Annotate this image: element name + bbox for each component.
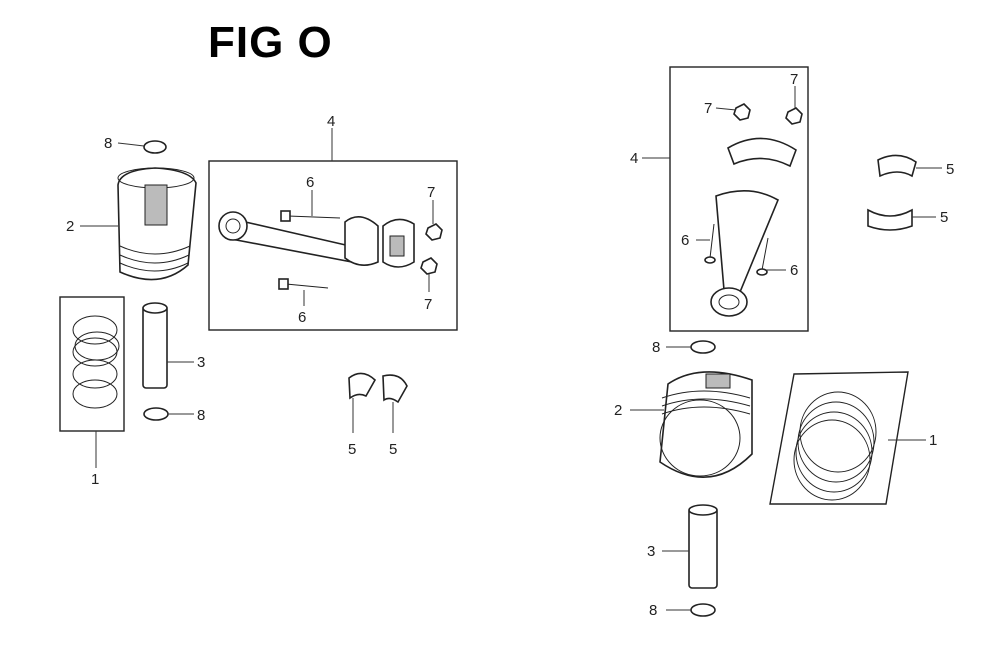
callout-left-conrod: 4 bbox=[327, 113, 335, 130]
left-bearing-shell-right: 5 bbox=[382, 374, 408, 458]
left-piston-pin-clip-top: 8 bbox=[104, 135, 167, 154]
left-conrod-bolt-bottom: 6 bbox=[278, 278, 329, 326]
right-conrod-bolt-right: 6 bbox=[756, 237, 798, 279]
callout-right-nut-left: 7 bbox=[704, 100, 712, 117]
left-conrod-bolt-top: 6 bbox=[280, 174, 341, 222]
right-assembly: 4 7 7 6 bbox=[614, 66, 954, 619]
left-conrod-nut-top: 7 bbox=[425, 184, 443, 241]
callout-right-bearing-bottom: 5 bbox=[940, 209, 948, 226]
left-connecting-rod-assembly: 4 6 6 bbox=[208, 113, 458, 331]
left-assembly: 8 2 1 3 bbox=[59, 113, 458, 488]
callout-left-nut-top: 7 bbox=[427, 184, 435, 201]
right-conrod-nut-left: 7 bbox=[704, 100, 751, 121]
right-connecting-rod-assembly: 4 7 7 6 bbox=[630, 66, 809, 332]
callout-left-piston: 2 bbox=[66, 218, 74, 235]
right-piston-pin: 3 bbox=[647, 504, 718, 589]
left-conrod-nut-bottom: 7 bbox=[420, 257, 438, 313]
callout-left-bearing-right: 5 bbox=[389, 441, 397, 458]
figure-title: FIG O bbox=[208, 18, 333, 67]
left-piston-ring-set: 1 bbox=[59, 296, 125, 488]
left-piston: 2 bbox=[66, 167, 197, 281]
right-piston-pin-clip-top: 8 bbox=[652, 339, 716, 356]
callout-right-clip-top: 8 bbox=[652, 339, 660, 356]
callout-right-bolt-right: 6 bbox=[790, 262, 798, 279]
callout-left-bolt-top: 6 bbox=[306, 174, 314, 191]
right-piston: 2 bbox=[614, 371, 753, 479]
callout-right-bolt-left: 6 bbox=[681, 232, 689, 249]
right-piston-pin-clip-bottom: 8 bbox=[649, 602, 716, 619]
callout-left-piston-pin: 3 bbox=[197, 354, 205, 371]
right-conrod-bolt-left: 6 bbox=[681, 223, 716, 264]
callout-left-ring-set: 1 bbox=[91, 471, 99, 488]
callout-right-bearing-top: 5 bbox=[946, 161, 954, 178]
right-bearing-shell-top: 5 bbox=[877, 154, 954, 178]
callout-left-bolt-bottom: 6 bbox=[298, 309, 306, 326]
callout-right-ring-set: 1 bbox=[929, 432, 937, 449]
right-conrod-nut-right: 7 bbox=[785, 71, 803, 125]
callout-right-conrod: 4 bbox=[630, 150, 638, 167]
callout-left-clip-top: 8 bbox=[104, 135, 112, 152]
callout-left-bearing-left: 5 bbox=[348, 441, 356, 458]
left-piston-pin: 3 bbox=[142, 302, 205, 389]
callout-left-clip-bottom: 8 bbox=[197, 407, 205, 424]
callout-right-clip-bottom: 8 bbox=[649, 602, 657, 619]
left-piston-pin-clip-bottom: 8 bbox=[143, 407, 205, 424]
right-bearing-shell-bottom: 5 bbox=[867, 208, 948, 231]
callout-right-piston-pin: 3 bbox=[647, 543, 655, 560]
callout-right-nut-right: 7 bbox=[790, 71, 798, 88]
callout-right-piston: 2 bbox=[614, 402, 622, 419]
left-bearing-shell-left: 5 bbox=[348, 372, 377, 458]
right-piston-ring-set: 1 bbox=[769, 371, 937, 505]
callout-left-nut-bottom: 7 bbox=[424, 296, 432, 313]
